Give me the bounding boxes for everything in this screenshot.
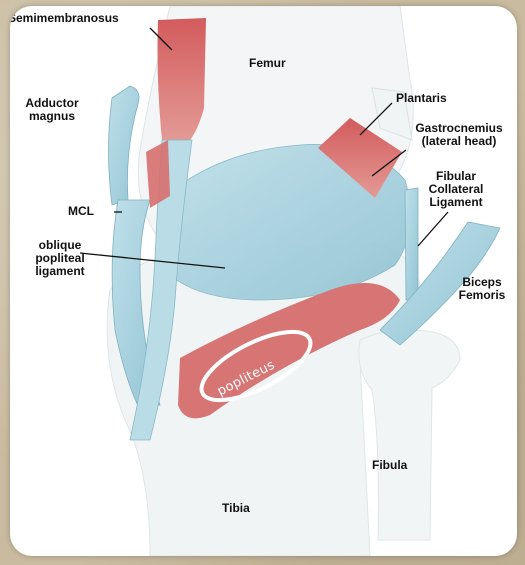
label-semimembranosus: Semimembranosus — [10, 12, 119, 25]
label-femur: Femur — [249, 57, 286, 70]
label-adductor-magnus-line2: magnus — [22, 110, 82, 123]
adductor-magnus-tendon — [109, 86, 140, 205]
label-tibia: Tibia — [222, 502, 250, 515]
knee-illustration — [10, 6, 517, 556]
label-fibula: Fibula — [372, 459, 407, 472]
medial-gastrocnemius-origin — [146, 140, 170, 208]
label-biceps-femoris-line2: Femoris — [450, 289, 514, 302]
label-fibular-collateral-line3: Ligament — [418, 196, 494, 209]
anatomy-card: Semimembranosus Femur Adductor magnus Pl… — [10, 6, 517, 556]
fibular-collateral-ligament — [405, 188, 418, 300]
label-plantaris: Plantaris — [396, 92, 447, 105]
label-oblique-popliteal-line3: ligament — [25, 265, 95, 278]
semimembranosus-muscle — [158, 18, 207, 140]
label-gastrocnemius-line2: (lateral head) — [404, 135, 514, 148]
label-mcl: MCL — [68, 205, 94, 218]
fibula-bone — [359, 330, 460, 540]
